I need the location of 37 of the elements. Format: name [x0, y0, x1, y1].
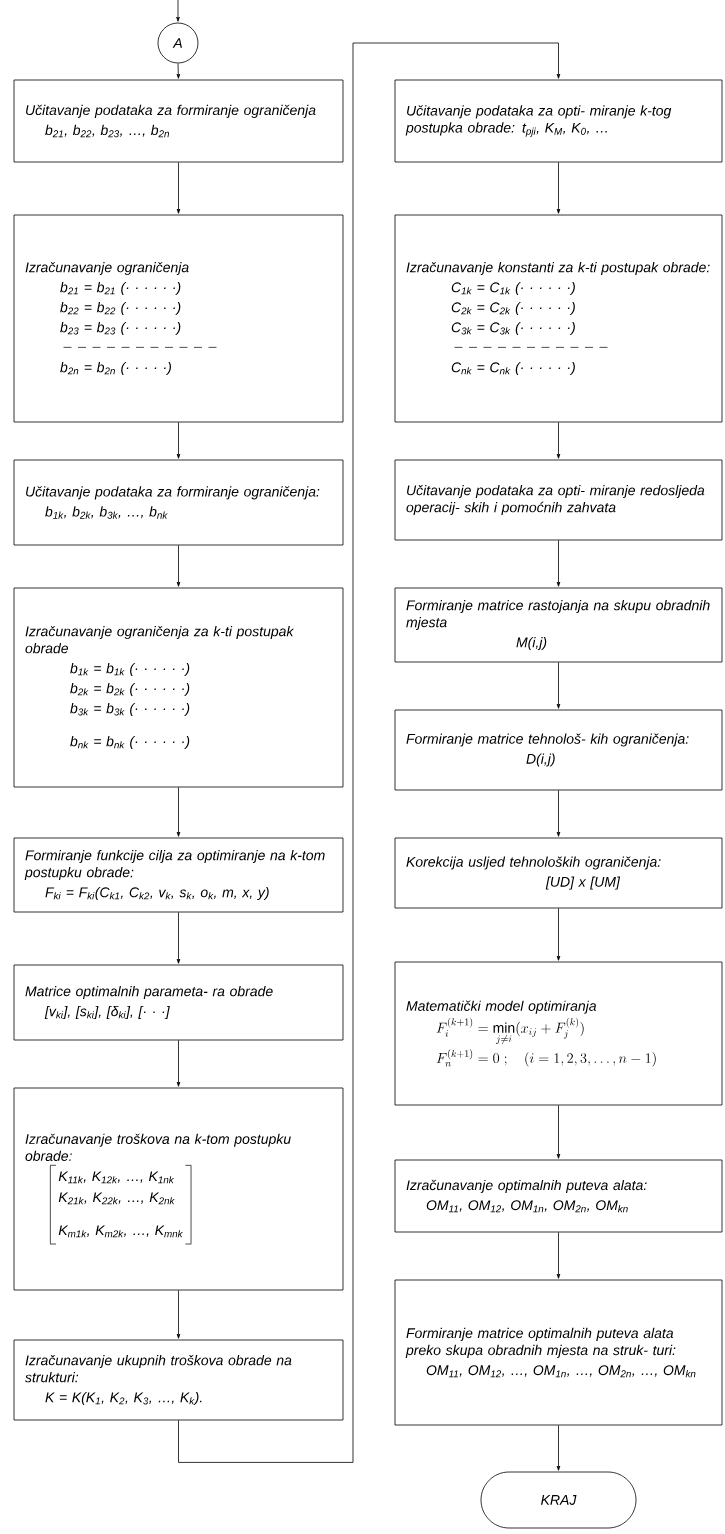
arrow — [556, 1425, 561, 1471]
arrow — [176, 162, 181, 214]
process-box: Matematički model optimiranja $F_i^{(k+1)} = \min_{j \neq i} (x_{ij} + F_j^{(k)})$ $F_n^{(k+1)} = 0\;;\quad (i = 1, 2, 3, \ldots, n-1)$ — [394, 961, 723, 1106]
process-box: Formiranje matrice rastojanja na skupu obradnih mjesta M(i,j) — [394, 587, 723, 663]
process-box: Korekcija usljed tehnoloških ograničenja: [UD] x [UM] — [394, 837, 723, 909]
process-box: Formiranje matrice tehnološ- kih ograničenja: D(i,j) — [394, 709, 723, 791]
arrow — [556, 662, 561, 709]
arrow — [176, 545, 181, 587]
terminal-box: KRAJ — [480, 1471, 637, 1529]
process-box: Izračunavanje konstanti za k-ti postupak obrade: C$_{1k}$ = C$_{1k}$ (· · · · · ·) C$_{2k}$ = C$_{2k}$ (· · · · · ·) C$_{3k}$ = C$_{3k}$ (· · · · · ·) C$_{nk}$ = C$_{nk}$ (· · · · · ·) — [394, 214, 723, 423]
process-box: Učitavanje podataka za opti- miranje redosljeda operacij- skih i pomoćnih zahvata — [394, 459, 723, 541]
arrow — [178, 42, 561, 1463]
arrow — [556, 1105, 561, 1159]
process-box: Formiranje matrice optimalnih puteva alata preko skupa obradnih mjesta na struk- turi: OM$_{11}$, OM$_{12}$, …, OM$_{1n}$, …, OM$_{2n}$, …, OM$_{kn}$ — [394, 1279, 723, 1426]
arrow — [556, 540, 561, 587]
process-box: Izračunavanje optimalnih puteva alata: OM$_{11}$, OM$_{12}$, OM$_{1n}$, OM$_{2n}$, OM$_{kn}$ — [394, 1159, 723, 1233]
arrow — [176, 0, 180, 22]
arrow — [176, 787, 181, 837]
arrow — [556, 162, 561, 214]
arrow — [556, 908, 561, 961]
process-box: Učitavanje podataka za formiranje ograničenja: b$_{1k}$, b$_{2k}$, b$_{3k}$, …, b$_{nk}$ — [13, 459, 344, 546]
arrow — [176, 1040, 181, 1087]
arrow — [176, 422, 181, 459]
process-box: Učitavanje podataka za formiranje ograničenja b$_{21}$, b$_{22}$, b$_{23}$, …, b$_{2n}$ — [13, 79, 344, 163]
arrow — [556, 790, 561, 837]
process-box: Izračunavanje ukupnih troškova obrade na strukturi: K = K(K$_{1}$, K$_{2}$, K$_{3}$, …, K$_{k}$). — [13, 1339, 344, 1421]
process-box: Matrice optimalnih parameta- ra obrade [v$_{ki}$], [s$_{ki}$], [δ$_{ki}$], [· · ·] — [13, 964, 344, 1041]
process-box: Izračunavanje ograničenja b$_{21}$ = b$_{21}$ (· · · · · ·) b$_{22}$ = b$_{22}$ (· · · · · ·) b$_{23}$ = b$_{23}$ (· · · · · ·) b$_{2n}$ = b$_{2n}$ (· · · · ·) — [13, 214, 344, 423]
arrow — [176, 912, 181, 964]
arrow — [176, 1290, 181, 1339]
arrow — [556, 1232, 561, 1279]
process-box: Izračunavanje ograničenja za k-ti postupak obrade b$_{1k}$ = b$_{1k}$ (· · · · · ·) b$_{2k}$ = b$_{2k}$ (· · · · · ·) b$_{3k}$ = b$_{3k}$ (· · · · · ·) b$_{nk}$ = b$_{nk}$ (· · · · · ·) — [13, 587, 344, 788]
process-box: Učitavanje podataka za opti- miranje k-tog postupka obrade: t$_{pji}$, K$_{M}$, K$_{0}$, … — [394, 79, 723, 163]
process-box: Formiranje funkcije cilja za optimiranje na k-tom postupku obrade: F$_{ki}$ = F$_{ki}$(C$_{k1}$, C$_{k2}$, v$_{k}$, s$_{k}$, o$_{k}$, m, x, y) — [13, 837, 344, 913]
arrow — [176, 63, 181, 79]
process-box: Izračunavanje troškova na k-tom postupku obrade: K$_{11k}$, K$_{12k}$, …, K$_{1nk}$ K$_{21k}$, K$_{22k}$, …, K$_{2nk}$ K$_{m1k}$, K$_{m2k}$, …, K$_{mnk}$ — [13, 1087, 344, 1291]
arrow — [556, 422, 561, 459]
